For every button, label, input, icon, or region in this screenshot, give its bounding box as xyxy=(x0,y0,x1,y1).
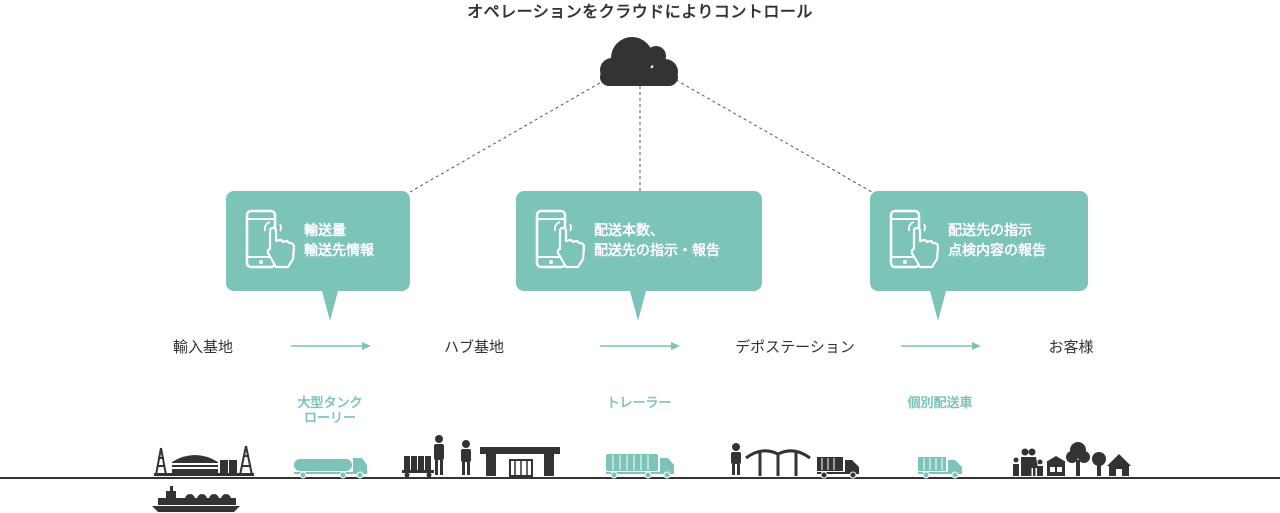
customers-icon xyxy=(1013,442,1131,476)
diagram-title: オペレーションをクラウドによりコントロール xyxy=(467,2,813,21)
house-icon xyxy=(1046,456,1066,476)
cloud-connection-lines xyxy=(409,79,873,193)
info-bubble-line: 配送先の指示 xyxy=(948,223,1032,239)
connection-line-right xyxy=(675,79,873,193)
worker-icon xyxy=(461,440,471,475)
info-bubble-text: 配送先の指示 点検内容の報告 xyxy=(948,221,1046,261)
info-bubble-depot: 配送先の指示 点検内容の報告 xyxy=(870,191,1088,321)
info-bubble-text: 輸送量 輸送先情報 xyxy=(304,221,374,261)
info-bubble-import: 輸送量 輸送先情報 xyxy=(226,191,410,321)
info-bubble-text: 配送本数、 配送先の指示・報告 xyxy=(594,221,720,261)
arrow-right-icon xyxy=(600,342,680,350)
vehicle-label-delivery: 個別配送車 xyxy=(907,396,972,411)
vehicle-label-line: トレーラー xyxy=(606,396,672,411)
tree-icon xyxy=(1066,442,1090,476)
stage-import-base: 輸入基地 xyxy=(172,338,234,356)
vehicle-label-line: 大型タンク xyxy=(297,396,363,411)
info-bubble-line: 点検内容の報告 xyxy=(948,243,1046,259)
flow-arrows xyxy=(291,342,981,350)
info-bubble-line: 輸送先情報 xyxy=(304,243,374,259)
bubble-tail xyxy=(322,291,338,321)
vehicle-label-line: 個別配送車 xyxy=(907,396,973,411)
family-icon xyxy=(1013,448,1043,476)
canopy-icon xyxy=(745,449,811,476)
cloud-icon xyxy=(600,37,678,86)
gate-icon xyxy=(480,447,560,477)
stage-hub-base: ハブ基地 xyxy=(443,338,505,356)
arrow-right-icon xyxy=(291,342,371,350)
info-bubble-line: 配送先の指示・報告 xyxy=(594,243,720,259)
smartphone-tap-icon xyxy=(535,209,586,269)
bubble-tail xyxy=(930,291,946,321)
smartphone-tap-icon xyxy=(889,209,940,269)
smartphone-tap-icon xyxy=(245,209,296,269)
vehicle-label-line: ローリー xyxy=(303,411,357,426)
info-bubble-line: 輸送量 xyxy=(304,223,346,239)
vehicle-label-tanker: 大型タンク ローリー xyxy=(297,396,362,426)
stage-customer: お客様 xyxy=(1048,338,1094,356)
worker-icon xyxy=(731,443,741,475)
info-bubble-line: 配送本数、 xyxy=(594,223,664,239)
arrow-right-icon xyxy=(901,342,981,350)
hub-base-icon xyxy=(402,435,560,478)
delivery-truck-icon xyxy=(918,457,962,479)
trailer-truck-icon xyxy=(606,454,674,479)
cylinder-cart-icon xyxy=(402,456,434,478)
stage-depot-station: デポステーション xyxy=(735,338,855,356)
tower-icon xyxy=(155,447,167,476)
ship-icon xyxy=(152,486,240,512)
tree-icon xyxy=(1092,452,1106,476)
worker-icon xyxy=(434,435,444,475)
tower-icon xyxy=(239,445,253,476)
house-icon xyxy=(1107,454,1131,476)
delivery-truck-icon xyxy=(817,457,859,479)
tanker-truck-icon xyxy=(294,458,367,479)
info-bubble-hub: 配送本数、 配送先の指示・報告 xyxy=(516,191,762,321)
bubble-tail xyxy=(630,291,646,321)
vehicle-label-trailer: トレーラー xyxy=(606,396,671,411)
connection-line-left xyxy=(409,79,606,193)
depot-station-icon xyxy=(731,443,859,479)
import-base-icon xyxy=(154,445,254,476)
